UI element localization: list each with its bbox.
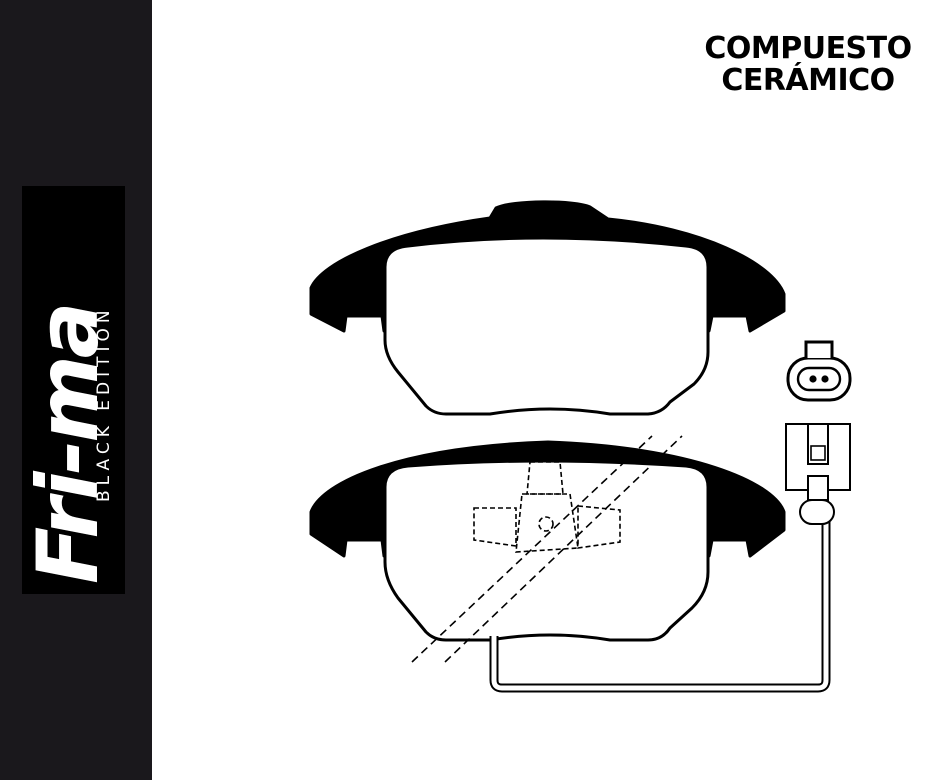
bottom-pad-friction-material	[383, 459, 710, 642]
brand-logo: Fri-ma BLACK EDITION	[19, 186, 125, 594]
compound-line-2: CERÁMICO	[721, 63, 895, 98]
wear-sensor	[489, 423, 851, 693]
sensor-connector-icon	[786, 340, 852, 402]
top-pad-friction-material	[383, 236, 710, 416]
brand-sidebar: Fri-ma BLACK EDITION	[0, 0, 152, 780]
compound-line-1: COMPUESTO	[704, 31, 912, 66]
compound-label: COMPUESTO CERÁMICO	[688, 33, 928, 97]
section-cut-lines	[411, 435, 683, 663]
bottom-brake-pad	[309, 435, 786, 663]
sensor-cable-grommet	[799, 499, 835, 525]
top-brake-pad	[309, 200, 786, 416]
